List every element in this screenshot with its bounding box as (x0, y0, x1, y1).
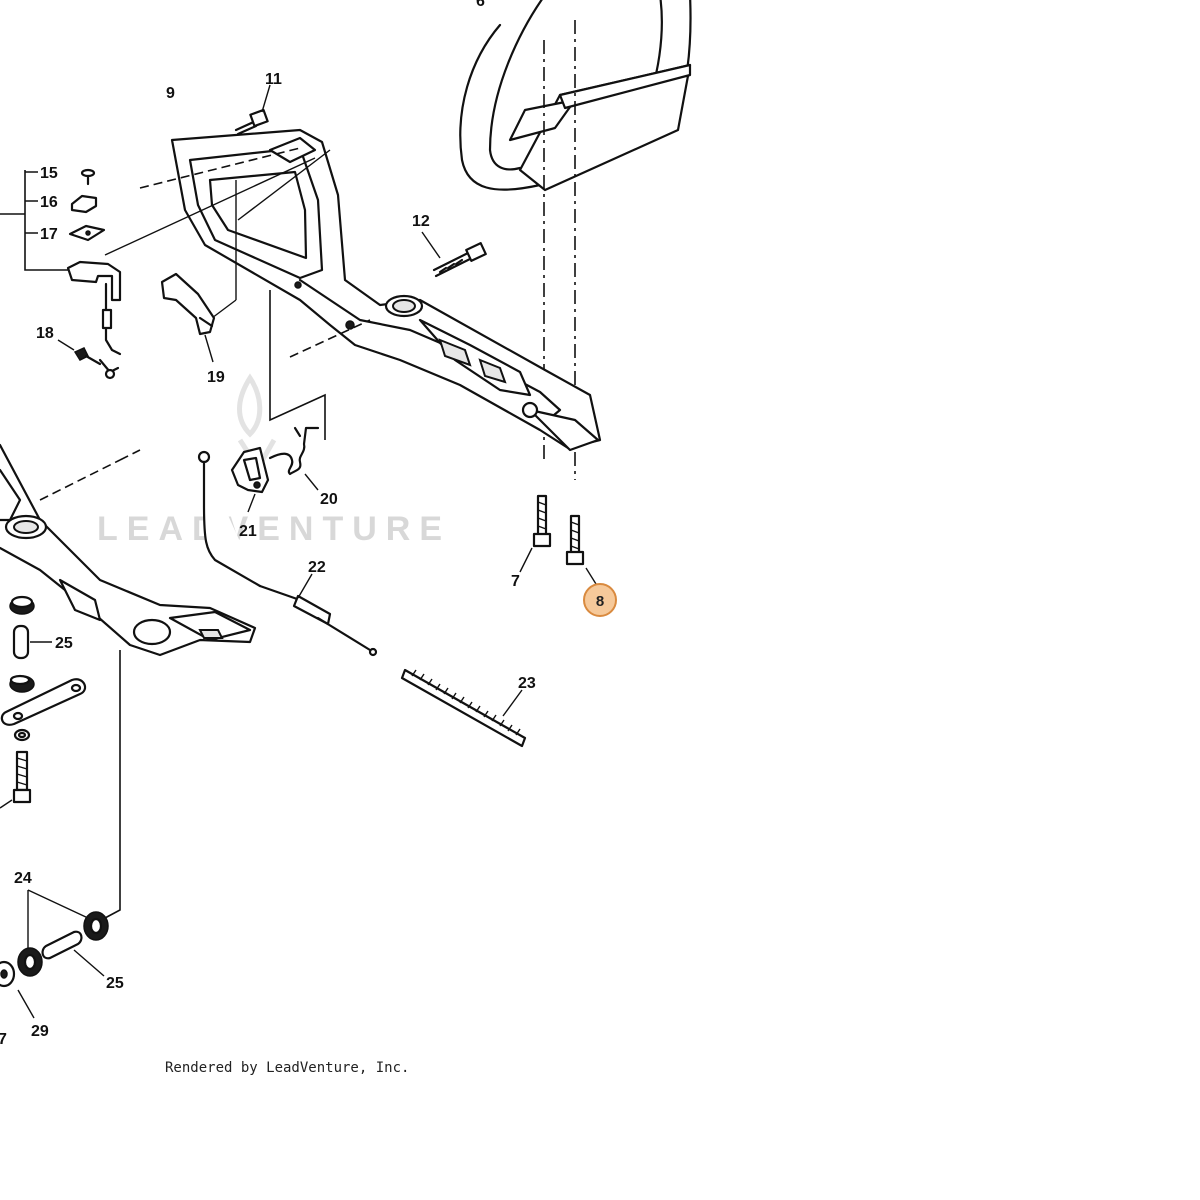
leadventure-watermark: LEADVENTURE (97, 373, 451, 548)
callout-20[interactable]: 20 (320, 491, 338, 508)
part-21-trigger (230, 446, 270, 513)
bottom-parts (0, 889, 109, 1019)
part-20-spring (268, 426, 320, 491)
callout-17[interactable]: 17 (40, 226, 58, 243)
callout-8[interactable]: 8 (596, 593, 604, 610)
callout-24[interactable]: 24 (14, 870, 32, 887)
callout-9[interactable]: 9 (166, 85, 175, 102)
callout-7[interactable]: 7 (511, 573, 520, 590)
part-12-bolt (421, 231, 487, 278)
link-rod-line (104, 650, 121, 919)
callout-23[interactable]: 23 (518, 675, 536, 692)
part-23-threaded-rod (400, 668, 527, 748)
callout-25-upper[interactable]: 25 (55, 635, 73, 652)
render-credit: Rendered by LeadVenture, Inc. (165, 1060, 410, 1076)
part-8-screw (565, 514, 597, 585)
linkage-bracket (269, 290, 326, 440)
part-22-cable (197, 450, 378, 657)
callout-22[interactable]: 22 (308, 559, 326, 576)
callout-21[interactable]: 21 (239, 523, 257, 540)
highlighted-callout-8[interactable]: 8 (583, 583, 617, 617)
parts-15-17-kit (0, 168, 122, 356)
part-18-screw (57, 339, 120, 380)
callout-29[interactable]: 29 (31, 1023, 49, 1040)
callout-7-bottom-left[interactable]: 7 (0, 1031, 7, 1048)
part-19-lever (160, 272, 216, 363)
callout-18[interactable]: 18 (36, 325, 54, 342)
callout-6[interactable]: 6 (476, 0, 485, 10)
callout-11[interactable]: 11 (265, 71, 282, 88)
part-7-screw (519, 494, 552, 573)
watermark-text: LEADVENTURE (97, 510, 451, 548)
left-column-parts (0, 595, 87, 809)
callout-25-lower[interactable]: 25 (106, 975, 124, 992)
callout-12[interactable]: 12 (412, 213, 430, 230)
part-11-screw (234, 84, 271, 136)
callout-19[interactable]: 19 (207, 369, 225, 386)
callout-16[interactable]: 16 (40, 194, 58, 211)
callout-15[interactable]: 15 (40, 165, 58, 182)
lower-frame-assembly (0, 443, 257, 657)
callout-labels: 6 9 11 12 15 16 17 18 19 20 21 22 7 23 2… (0, 0, 536, 1048)
highlight-circle[interactable] (583, 583, 617, 617)
